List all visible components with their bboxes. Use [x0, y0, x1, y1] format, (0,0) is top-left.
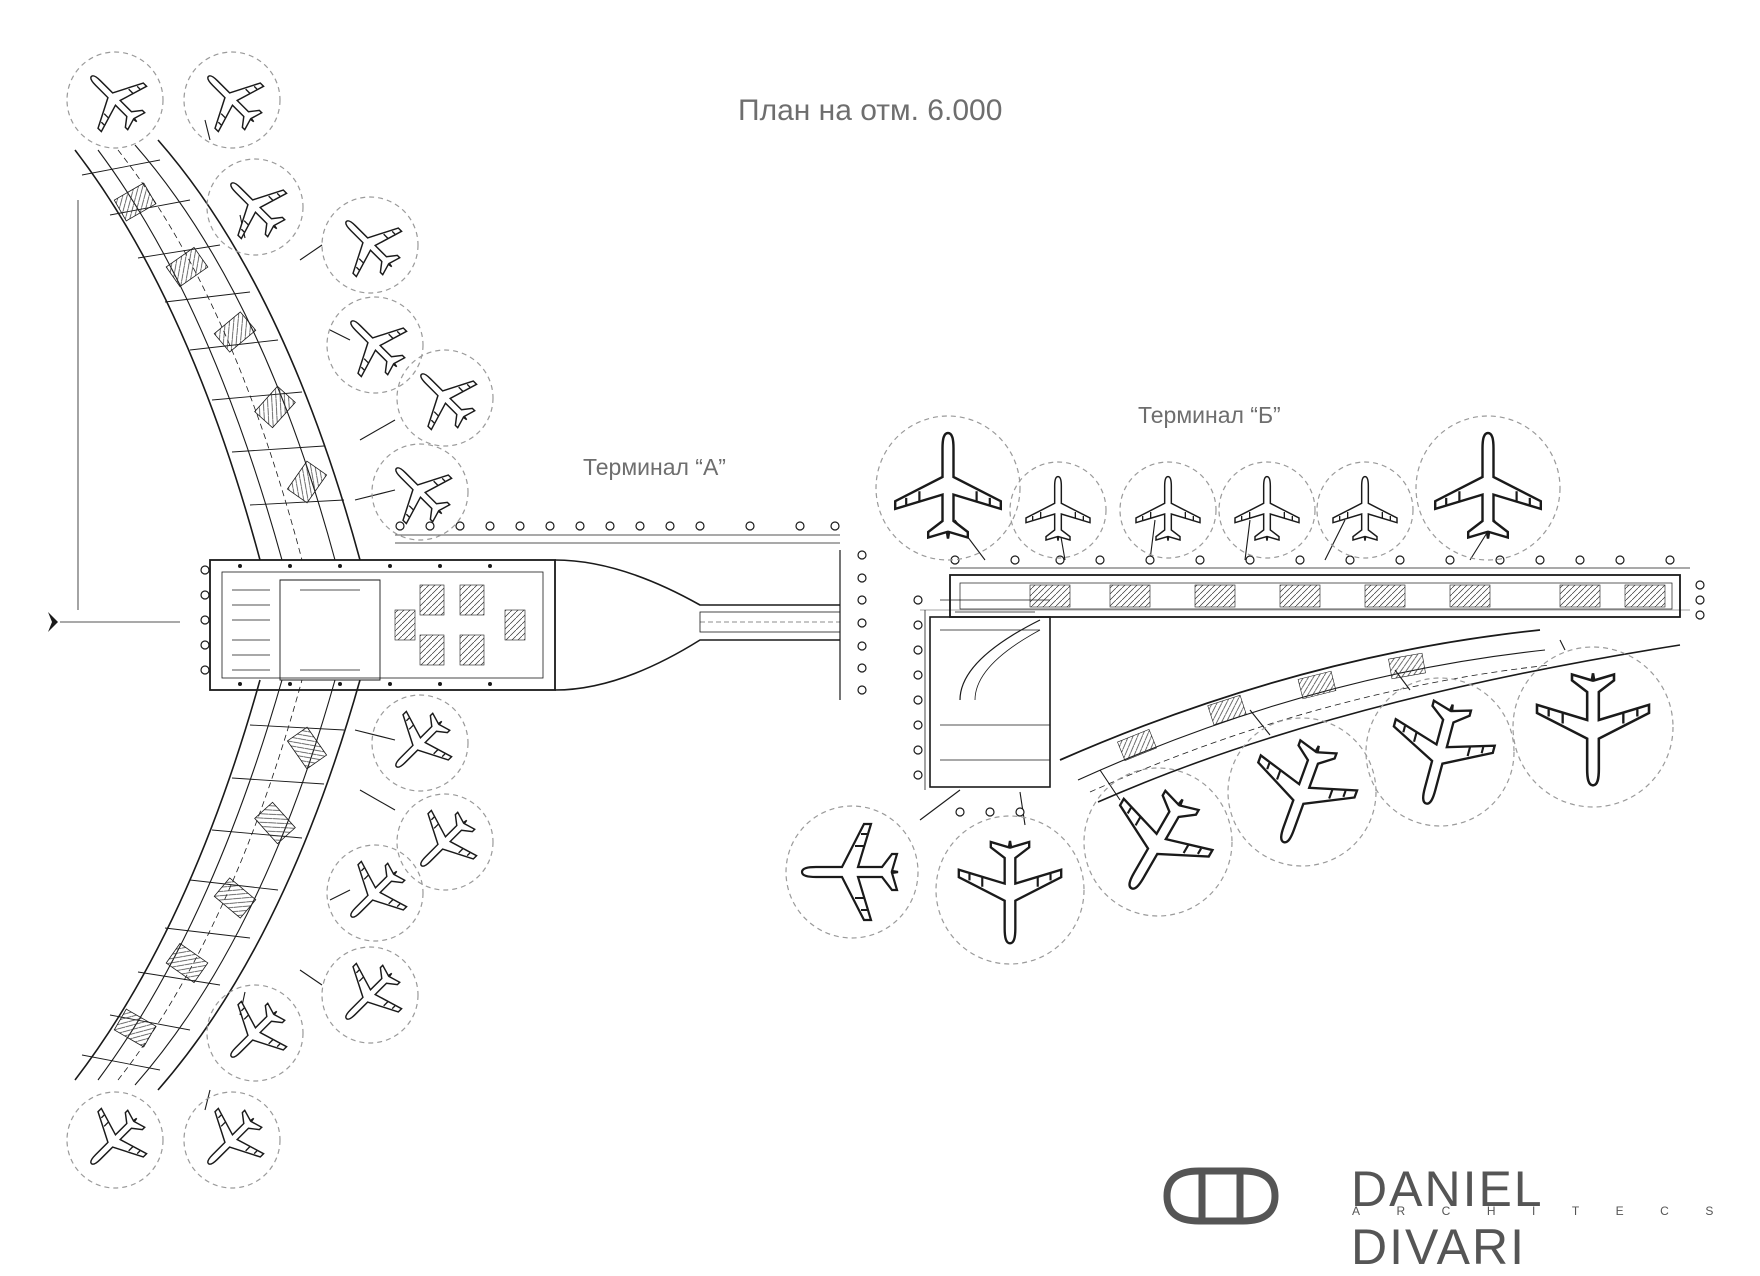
- terminal-a-aircraft-stands: [66, 51, 494, 1189]
- logo-subtitle: ARCHITECS: [1352, 1204, 1750, 1218]
- floor-plan-drawing: [48, 51, 1705, 1225]
- logo-monogram-icon: [1163, 1167, 1279, 1225]
- terminal-b-aircraft-stands: [785, 415, 1674, 965]
- terminal-a-lower-pier: [74, 679, 396, 1111]
- plan-title: План на отм. 6.000: [738, 94, 1003, 127]
- terminal-a-grid-axes: [200, 521, 867, 695]
- north-arrow-icon: [48, 200, 180, 632]
- terminal-b-building: [919, 519, 1690, 826]
- terminal-b-label: Терминал “Б”: [1138, 402, 1281, 428]
- terminal-b-grid-axes: [913, 555, 1705, 817]
- terminal-a-label: Терминал “А”: [583, 454, 726, 480]
- terminal-a-upper-pier: [74, 119, 396, 561]
- logo-name: DANIEL DIVARI: [1351, 1161, 1542, 1275]
- terminal-a-central-hall: [209, 534, 841, 700]
- company-logo: DANIEL DIVARI ARCHITECS: [1190, 1161, 1730, 1275]
